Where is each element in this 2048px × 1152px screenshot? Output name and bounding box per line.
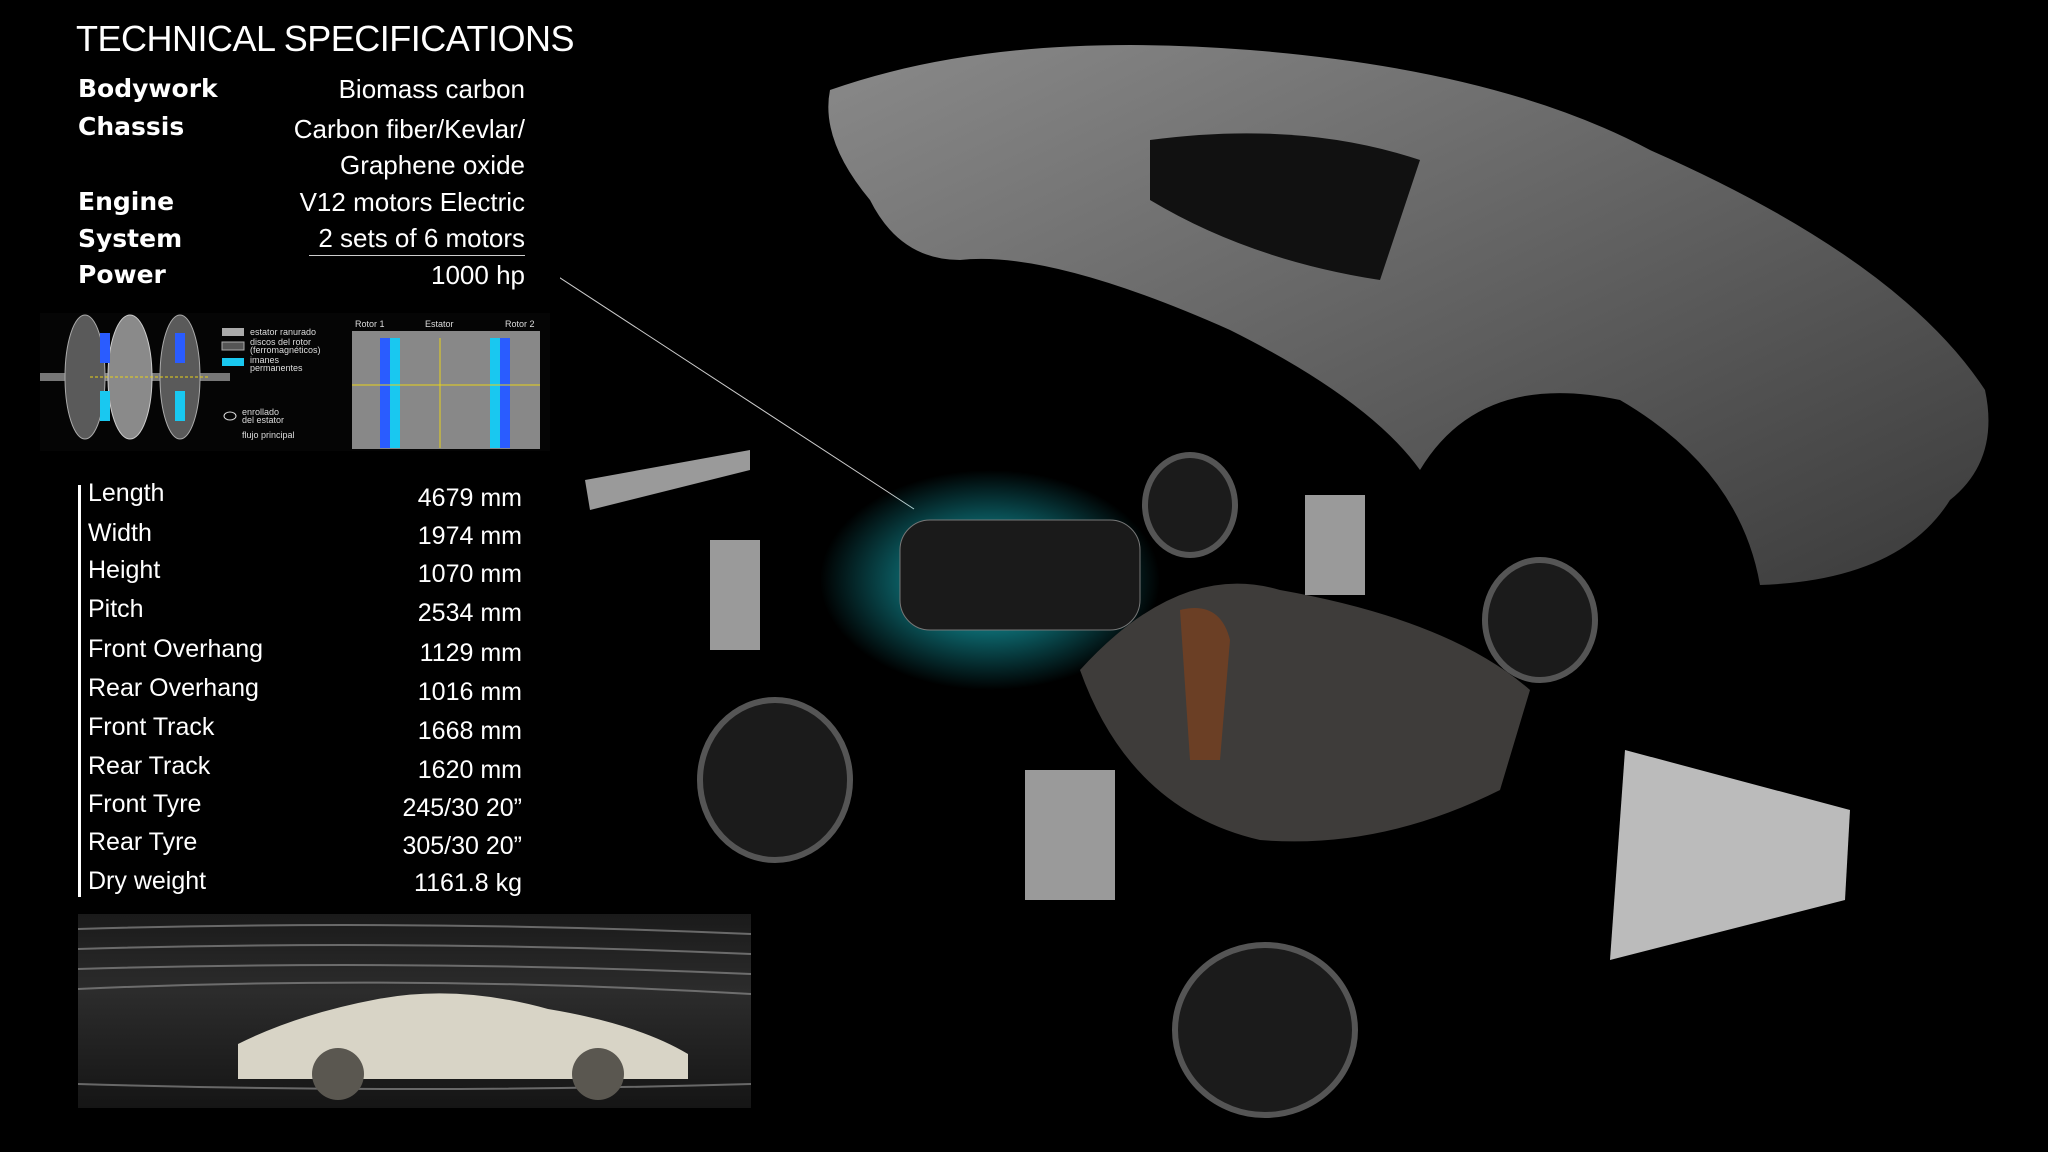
spec-label-bodywork: Bodywork — [78, 74, 218, 103]
legend-text: discos del rotor — [250, 337, 311, 347]
legend-text: estator ranurado — [250, 327, 316, 337]
spec-label-system: System — [78, 224, 183, 253]
dim-label: Rear Tyre — [88, 828, 198, 856]
legend-text: enrollado — [242, 407, 279, 417]
rear-subframe — [1610, 750, 1850, 960]
diagram-label: Rotor 2 — [505, 319, 535, 329]
dim-label: Dry weight — [88, 867, 207, 895]
electric-motor-pack — [899, 519, 1141, 631]
spec-value-chassis: Carbon fiber/Kevlar/ — [293, 114, 525, 144]
dim-label: Front Tyre — [88, 790, 202, 818]
dim-label: Height — [88, 556, 161, 584]
axial-flux-motor-diagram: estator ranurado discos del rotor (ferro… — [40, 313, 550, 451]
dim-value: 1668 mm — [417, 717, 522, 745]
dim-value: 4679 mm — [417, 484, 522, 512]
exploded-car-illustration — [560, 45, 1989, 1118]
radiator — [1305, 495, 1365, 595]
spec-value-system: 2 sets of 6 motors — [318, 223, 525, 253]
dimensions-bar — [78, 485, 81, 897]
wind-tunnel-image — [78, 914, 751, 1108]
dim-value: 1129 mm — [419, 639, 522, 667]
spec-value-bodywork: Biomass carbon — [338, 74, 525, 104]
dim-value: 2534 mm — [417, 599, 522, 627]
callout-underline — [309, 255, 525, 256]
dim-value: 1070 mm — [417, 560, 522, 588]
dim-label: Rear Track — [88, 752, 211, 780]
spec-label-engine: Engine — [78, 187, 175, 216]
dim-label: Rear Overhang — [88, 674, 259, 702]
dim-value: 1620 mm — [417, 756, 522, 784]
dim-label: Pitch — [88, 595, 144, 623]
front-crossmember — [585, 450, 750, 510]
page-title: TECHNICAL SPECIFICATIONS — [76, 18, 575, 59]
wheels — [697, 452, 1598, 1118]
legend-text: imanes — [250, 355, 280, 365]
spec-value-power: 1000 hp — [431, 260, 525, 290]
legend-text: (ferromagnéticos) — [250, 345, 321, 355]
fan-radiator — [1025, 770, 1115, 900]
car-body-shell — [828, 45, 1989, 585]
callout-line — [560, 277, 915, 510]
chassis-tub — [1080, 583, 1530, 842]
dim-value: 305/30 20” — [402, 832, 522, 860]
dim-value: 1016 mm — [417, 678, 522, 706]
legend-text: flujo principal — [242, 430, 295, 440]
dim-value: 1161.8 kg — [414, 869, 522, 897]
dim-label: Front Track — [88, 713, 215, 741]
diagram-label: Estator — [425, 319, 454, 329]
diagram-label: Rotor 1 — [355, 319, 385, 329]
legend-text: del estator — [242, 415, 284, 425]
dim-label: Length — [88, 479, 165, 507]
dim-value: 1974 mm — [417, 522, 522, 550]
legend-text: permanentes — [250, 363, 303, 373]
spec-value-engine: V12 motors Electric — [299, 187, 525, 217]
spec-label-power: Power — [78, 260, 166, 289]
dim-value: 245/30 20” — [402, 794, 522, 822]
upright — [710, 540, 760, 650]
dim-label: Width — [88, 519, 152, 547]
spec-label-chassis: Chassis — [78, 112, 185, 141]
dim-label: Front Overhang — [88, 635, 264, 663]
spec-value-chassis-2: Graphene oxide — [339, 150, 525, 180]
